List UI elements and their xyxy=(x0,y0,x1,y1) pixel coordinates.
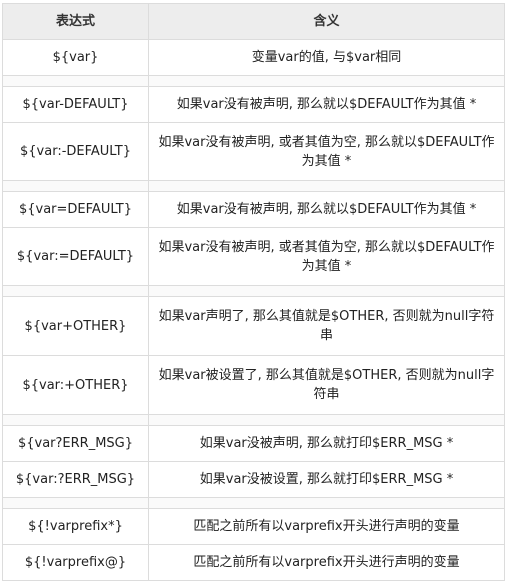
expression-cell: ${var} xyxy=(2,39,149,76)
header-expression: 表达式 xyxy=(2,3,149,40)
row-spacer xyxy=(2,75,505,87)
meaning-cell: 如果var被设置了, 那么其值就是$OTHER, 否则就为null字符串 xyxy=(148,355,505,415)
table-row: ${var:-DEFAULT} 如果var没有被声明, 或者其值为空, 那么就以… xyxy=(2,122,505,181)
table-row: ${var-DEFAULT} 如果var没有被声明, 那么就以$DEFAULT作… xyxy=(2,86,505,123)
expression-cell: ${!varprefix*} xyxy=(2,508,149,545)
meaning-cell: 匹配之前所有以varprefix开头进行声明的变量 xyxy=(148,508,505,545)
table-row: ${var=DEFAULT} 如果var没有被声明, 那么就以$DEFAULT作… xyxy=(2,191,505,228)
table-row: ${var:+OTHER} 如果var被设置了, 那么其值就是$OTHER, 否… xyxy=(2,355,505,415)
meaning-cell: 变量var的值, 与$var相同 xyxy=(148,39,505,76)
expression-cell: ${!varprefix@} xyxy=(2,544,149,581)
expression-cell: ${var=DEFAULT} xyxy=(2,191,149,228)
meaning-cell: 如果var没有被声明, 那么就以$DEFAULT作为其值 * xyxy=(148,191,505,228)
variable-expansion-table: 表达式 含义 ${var} 变量var的值, 与$var相同 ${var-DEF… xyxy=(2,3,505,581)
row-spacer xyxy=(2,497,505,509)
table-header-row: 表达式 含义 xyxy=(2,3,505,40)
meaning-cell: 如果var没有被声明, 或者其值为空, 那么就以$DEFAULT作为其值 * xyxy=(148,227,505,286)
header-meaning: 含义 xyxy=(148,3,505,40)
meaning-cell: 如果var声明了, 那么其值就是$OTHER, 否则就为null字符串 xyxy=(148,296,505,356)
table-row: ${var} 变量var的值, 与$var相同 xyxy=(2,39,505,76)
meaning-cell: 如果var没被设置, 那么就打印$ERR_MSG * xyxy=(148,461,505,498)
expression-cell: ${var:-DEFAULT} xyxy=(2,122,149,181)
expression-cell: ${var:=DEFAULT} xyxy=(2,227,149,286)
table-row: ${var+OTHER} 如果var声明了, 那么其值就是$OTHER, 否则就… xyxy=(2,296,505,356)
expression-cell: ${var:?ERR_MSG} xyxy=(2,461,149,498)
expression-cell: ${var:+OTHER} xyxy=(2,355,149,415)
row-spacer xyxy=(2,180,505,192)
meaning-cell: 匹配之前所有以varprefix开头进行声明的变量 xyxy=(148,544,505,581)
expression-cell: ${var+OTHER} xyxy=(2,296,149,356)
table-row: ${var?ERR_MSG} 如果var没被声明, 那么就打印$ERR_MSG … xyxy=(2,425,505,462)
expression-cell: ${var-DEFAULT} xyxy=(2,86,149,123)
table-row: ${!varprefix@} 匹配之前所有以varprefix开头进行声明的变量 xyxy=(2,544,505,581)
meaning-cell: 如果var没有被声明, 那么就以$DEFAULT作为其值 * xyxy=(148,86,505,123)
expression-cell: ${var?ERR_MSG} xyxy=(2,425,149,462)
meaning-cell: 如果var没有被声明, 或者其值为空, 那么就以$DEFAULT作为其值 * xyxy=(148,122,505,181)
table-row: ${var:=DEFAULT} 如果var没有被声明, 或者其值为空, 那么就以… xyxy=(2,227,505,286)
row-spacer xyxy=(2,414,505,426)
table-row: ${!varprefix*} 匹配之前所有以varprefix开头进行声明的变量 xyxy=(2,508,505,545)
table-row: ${var:?ERR_MSG} 如果var没被设置, 那么就打印$ERR_MSG… xyxy=(2,461,505,498)
row-spacer xyxy=(2,285,505,297)
meaning-cell: 如果var没被声明, 那么就打印$ERR_MSG * xyxy=(148,425,505,462)
